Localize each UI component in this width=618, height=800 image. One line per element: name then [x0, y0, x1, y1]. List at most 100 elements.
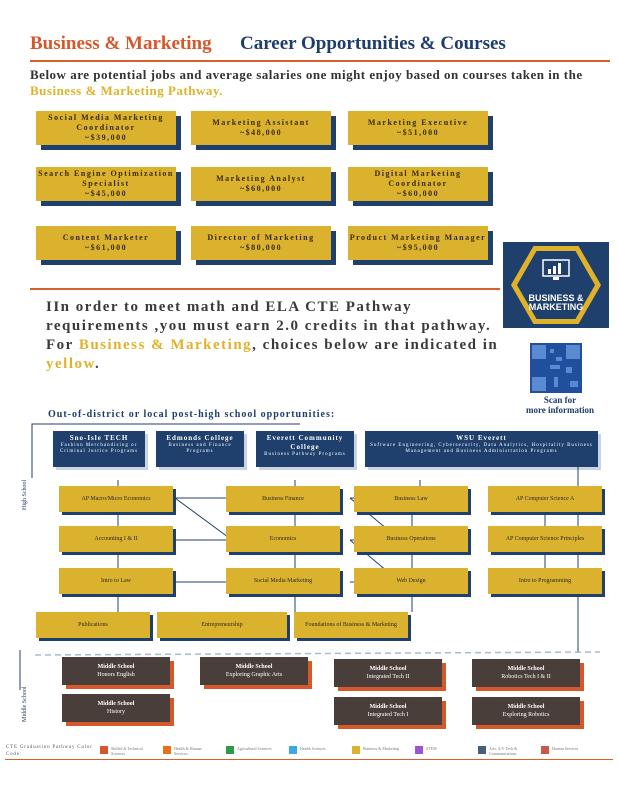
course-box: Foundations of Business & Marketing — [294, 612, 408, 638]
opportunities-heading: Out-of-district or local post-high schoo… — [48, 409, 336, 420]
requirements-end: . — [95, 356, 101, 372]
college-name: Sno-Isle TECH — [69, 434, 129, 442]
job-title: Search Engine Optimization Specialist — [38, 169, 174, 188]
legend-label: Human Services — [552, 746, 579, 751]
legend-label: STEM — [426, 746, 437, 751]
job-card: Director of Marketing~$80,000 — [191, 226, 331, 260]
job-title: Marketing Assistant — [212, 118, 310, 127]
ms-course-name: Integrated Tech I — [367, 712, 409, 718]
college-name: Everett Community College — [266, 434, 344, 451]
logo-text: BUSINESS &MARKETING — [503, 294, 609, 312]
ms-course-name: History — [107, 709, 125, 715]
legend-swatch — [541, 746, 549, 754]
college-desc: Fashion Merchandising or Criminal Justic… — [59, 443, 139, 454]
job-title: Marketing Analyst — [216, 174, 306, 183]
job-card: Social Media Marketing Coordinator~$39,0… — [36, 111, 176, 145]
ms-heading: Middle School — [507, 666, 545, 672]
job-title: Product Marketing Manager — [349, 233, 487, 242]
course-box: Intro to Programming — [488, 568, 602, 594]
legend-title: CTE Graduation Pathway Color Code: — [6, 745, 93, 757]
requirements-body: IIn order to meet math and ELA CTE Pathw… — [46, 299, 492, 353]
course-box: Publications — [36, 612, 150, 638]
legend-swatch — [163, 746, 171, 754]
intro-text-body: Below are potential jobs and average sal… — [30, 67, 583, 82]
legend-swatch — [415, 746, 423, 754]
course-box: Economics — [226, 526, 340, 552]
legend-label: Agricultural Sciences — [237, 746, 272, 751]
ms-heading: Middle School — [97, 664, 135, 670]
ms-course-name: Robotics Tech I & II — [501, 674, 551, 680]
course-box: Social Media Marketing — [226, 568, 340, 594]
course-box: AP Computer Science A — [488, 486, 602, 512]
job-salary: ~$95,000 — [396, 243, 440, 252]
college-desc: Business Pathway Programs — [264, 452, 346, 457]
legend-swatch — [478, 746, 486, 754]
job-salary: ~$60,000 — [239, 184, 283, 193]
course-box: AP Macro/Micro Economics — [59, 486, 173, 512]
job-card: Content Marketer~$61,000 — [36, 226, 176, 260]
job-salary: ~$60,000 — [396, 189, 440, 198]
course-box: Business Operations — [354, 526, 468, 552]
page-title-right: Career Opportunities & Courses — [240, 33, 506, 54]
job-salary: ~$80,000 — [239, 243, 283, 252]
job-salary: ~$39,000 — [84, 133, 128, 142]
middle-school-label: Middle School — [22, 686, 28, 723]
job-card: Digital Marketing Coordinator~$60,000 — [348, 167, 488, 201]
logo-hexagon — [517, 251, 595, 319]
legend-swatch — [100, 746, 108, 754]
course-box: Accounting I & II — [59, 526, 173, 552]
qr-code-icon — [532, 345, 580, 391]
job-title: Marketing Executive — [367, 118, 469, 127]
scan-line-2: more information — [525, 405, 595, 415]
job-title: Director of Marketing — [207, 233, 315, 242]
job-salary: ~$48,000 — [239, 128, 283, 137]
legend-label: Health Sciences — [300, 746, 326, 751]
college-name: WSU Everett — [456, 434, 507, 442]
ms-course-name: Exploring Graphic Arts — [225, 672, 283, 678]
pathway-logo: BUSINESS &MARKETING — [503, 242, 609, 328]
logo-line-2: MARKETING — [528, 302, 584, 312]
job-salary: ~$61,000 — [84, 243, 128, 252]
course-box: Intro to Law — [59, 568, 173, 594]
ms-course-name: Honors English — [97, 672, 135, 678]
course-box: Business Finance — [226, 486, 340, 512]
college-desc: Software Engineering, Cybersecurity, Dat… — [370, 443, 593, 454]
ms-heading: Middle School — [369, 666, 407, 672]
course-box: AP Computer Science Principles — [488, 526, 602, 552]
footer-fine-print — [5, 764, 613, 794]
job-title: Social Media Marketing Coordinator — [48, 113, 164, 132]
page-title-left: Business & Marketing — [30, 33, 212, 54]
requirements-text: IIn order to meet math and ELA CTE Pathw… — [46, 298, 506, 374]
college-desc: Business and Finance Programs — [168, 443, 232, 454]
ms-course-name: Exploring Robotics — [502, 712, 550, 718]
job-title: Digital Marketing Coordinator — [374, 169, 462, 188]
job-card: Marketing Analyst~$60,000 — [191, 167, 331, 201]
course-box: Business Law — [354, 486, 468, 512]
qr-code[interactable] — [530, 343, 582, 393]
intro-pathway-highlight: Business & Marketing Pathway. — [30, 83, 223, 98]
job-salary: ~$51,000 — [396, 128, 440, 137]
legend-swatch — [289, 746, 297, 754]
header-divider — [30, 60, 610, 62]
job-salary: ~$45,000 — [84, 189, 128, 198]
legend-label: Health & Human Services — [174, 746, 202, 756]
legend-swatch — [226, 746, 234, 754]
ms-heading: Middle School — [97, 701, 135, 707]
ms-heading: Middle School — [369, 704, 407, 710]
job-card: Marketing Assistant~$48,000 — [191, 111, 331, 145]
job-card: Marketing Executive~$51,000 — [348, 111, 488, 145]
requirements-body-2: , choices below are indicated in — [252, 337, 499, 353]
logo-line-1: BUSINESS & — [528, 293, 584, 303]
high-school-label: High School — [22, 479, 28, 510]
requirements-pathway: Business & Marketing — [78, 337, 253, 353]
legend-swatch — [352, 746, 360, 754]
